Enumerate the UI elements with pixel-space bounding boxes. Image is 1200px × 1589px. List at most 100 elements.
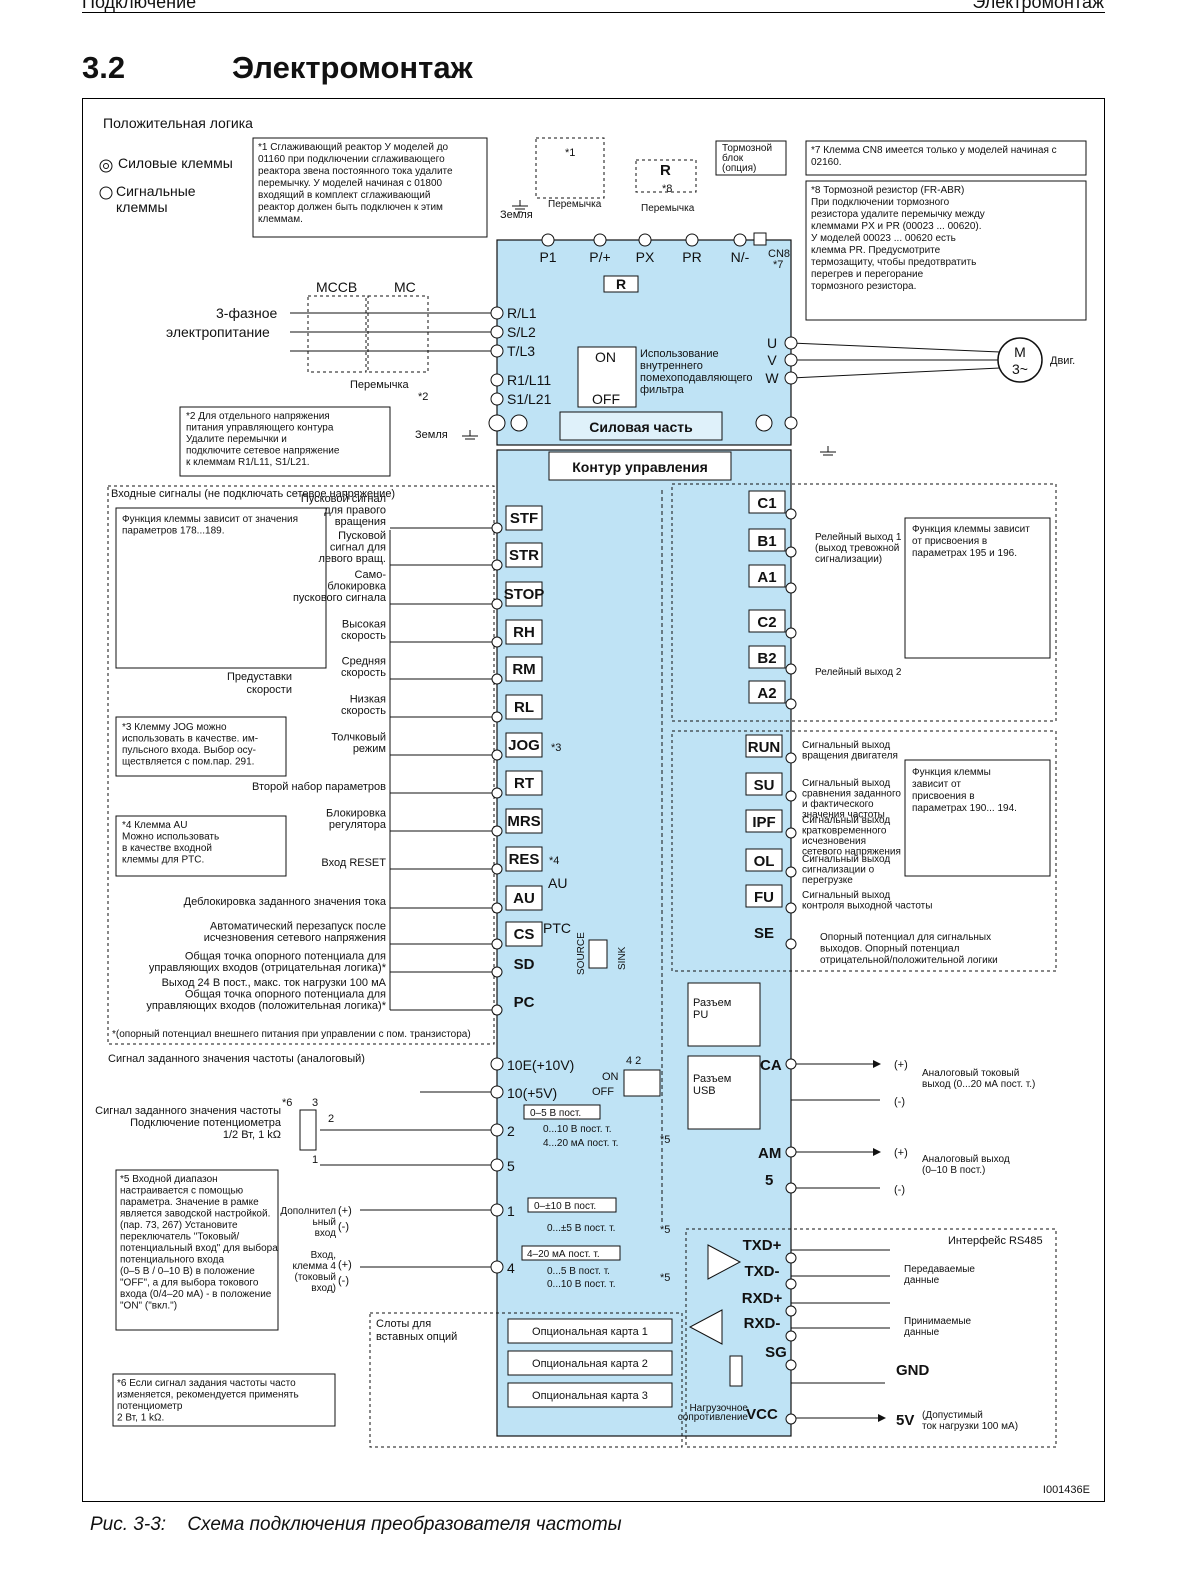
input-terminal-stop: STOP bbox=[504, 586, 545, 603]
mccb-label: MCCB bbox=[316, 279, 357, 295]
earth-icon bbox=[462, 200, 836, 456]
signal-terminal-legend-icon bbox=[99, 186, 113, 200]
power-section-title: Силовая часть bbox=[589, 419, 693, 435]
relay-terminal-plate bbox=[748, 609, 786, 633]
se-note: Опорный потенциал для сигнальных bbox=[820, 932, 991, 943]
outputs-group bbox=[671, 730, 1057, 972]
input-screw bbox=[491, 522, 503, 534]
input-desc-stop: пускового сигнала bbox=[293, 592, 387, 604]
power-terminal-screw bbox=[490, 344, 504, 358]
input-terminal-plate bbox=[505, 505, 543, 531]
input-desc-rt: Второй набор параметров bbox=[252, 781, 386, 793]
power-terminal-screw bbox=[490, 325, 504, 339]
control-title-plate bbox=[548, 451, 732, 481]
legend-power: Силовые клеммы bbox=[118, 155, 233, 171]
relay-terminal-plate bbox=[748, 490, 786, 514]
input4-label: вход) bbox=[311, 1283, 336, 1294]
input-terminal-rh: RH bbox=[513, 624, 535, 641]
load-res-label: Нагрузочное bbox=[689, 1403, 748, 1414]
power-terminal-s1l21: S1/L21 bbox=[507, 391, 552, 407]
analog-screw bbox=[490, 1085, 504, 1099]
v5-label: 5V bbox=[896, 1412, 914, 1429]
output-terminal-plate bbox=[745, 809, 783, 833]
input-terminal-res: RES bbox=[509, 851, 540, 868]
power-terminal-screw bbox=[490, 373, 504, 387]
func-relay-note: Функция клеммы зависит bbox=[912, 524, 1030, 535]
range-4-box bbox=[521, 1245, 621, 1261]
filter-off: OFF bbox=[592, 391, 620, 407]
note-ref-5: *5 bbox=[660, 1272, 670, 1284]
note-2: подключите сетевое напряжение bbox=[186, 446, 340, 457]
input-desc-pc: Выход 24 В пост., макс. ток нагрузки 100… bbox=[162, 977, 387, 989]
output-terminal-su: SU bbox=[754, 777, 775, 794]
au-switch-label: AU bbox=[548, 875, 567, 891]
filter-label: Использование bbox=[640, 348, 719, 360]
rs485-screw bbox=[785, 1359, 797, 1371]
power-terminal-screw bbox=[593, 233, 607, 247]
input4-label: Вход, bbox=[311, 1250, 336, 1261]
relay-terminal-c1: C1 bbox=[757, 495, 776, 512]
note-1: клеммам. bbox=[258, 214, 303, 225]
note-ref-5: *5 bbox=[660, 1134, 670, 1146]
note-6: потенциометр bbox=[117, 1401, 183, 1412]
func-out-box bbox=[904, 759, 1051, 877]
v5-note: ток нагрузки 100 мА) bbox=[922, 1421, 1018, 1432]
note-3-box bbox=[115, 716, 287, 777]
func-in-box bbox=[115, 507, 327, 669]
note-2: Удалите перемычки и bbox=[186, 434, 287, 445]
pu-label: PU bbox=[693, 1009, 708, 1021]
option-card-label: Опциональная карта 1 bbox=[532, 1326, 648, 1338]
rs485-terminal-txd: TXD- bbox=[745, 1263, 780, 1280]
slots-group bbox=[369, 1312, 683, 1448]
input-desc-stf: для правого bbox=[324, 505, 386, 517]
note-6: *6 Если сигнал задания частоты часто bbox=[117, 1378, 296, 1389]
section-title: Электромонтаж bbox=[232, 50, 473, 85]
termination-resistor bbox=[729, 1355, 743, 1387]
output-screw bbox=[785, 938, 797, 950]
tx-data-label: Передаваемые bbox=[904, 1264, 975, 1275]
note-3: ществляется с пом.пар. 291. bbox=[122, 757, 254, 768]
input-terminal-plate bbox=[505, 846, 543, 872]
power-terminal-screw bbox=[784, 353, 798, 367]
relay-screw bbox=[785, 627, 797, 639]
output-screw bbox=[785, 827, 797, 839]
control-section-block bbox=[496, 449, 792, 1437]
func-relay-note: параметрах 195 и 196. bbox=[912, 548, 1017, 559]
note-4-box bbox=[115, 815, 287, 877]
note-6-box bbox=[112, 1373, 336, 1427]
speed-presets-label: скорости bbox=[247, 684, 292, 696]
func-relay-note: от присвоения в bbox=[912, 536, 987, 547]
output-desc-fu: контроля выходной частоты bbox=[802, 901, 932, 912]
note-3: *3 Клемму JOG можно bbox=[122, 722, 227, 733]
ca-minus: (-) bbox=[894, 1096, 905, 1108]
rs485-terminal-sg: SG bbox=[765, 1344, 787, 1361]
am-note: Аналоговый выход bbox=[922, 1154, 1010, 1165]
func-in-note: Функция клеммы зависит от значения bbox=[122, 514, 298, 525]
usb-label: USB bbox=[693, 1085, 716, 1097]
output-terminal-plate bbox=[745, 848, 783, 872]
note-8: *8 Тормозной резистор (FR-ABR) bbox=[811, 185, 964, 196]
analog-screw bbox=[490, 1057, 504, 1071]
note-7: *7 Клемма CN8 имеется только у моделей н… bbox=[811, 145, 1057, 156]
input-terminal-plate bbox=[505, 619, 543, 645]
relay2-label: Релейный выход 2 bbox=[815, 667, 902, 678]
func-out-note: зависит от bbox=[912, 779, 961, 790]
input-terminal-mrs: MRS bbox=[507, 813, 540, 830]
output-terminal-ol: OL bbox=[754, 853, 775, 870]
running-header-right: Электромонтаж bbox=[972, 0, 1104, 12]
inputs-footer: *(опорный потенциал внешнего питания при… bbox=[112, 1029, 471, 1040]
am-note: (0–10 В пост.) bbox=[922, 1165, 985, 1176]
note-1: 01160 при подключении сглаживающего bbox=[258, 154, 445, 165]
analog-out-screw bbox=[785, 1058, 797, 1070]
input-desc-pc: управляющих входов (положительная логика… bbox=[146, 1000, 386, 1012]
output-desc-ol: Сигнальный выход bbox=[802, 854, 890, 865]
pot-pin: 3 bbox=[312, 1097, 318, 1109]
caption-number: Рис. 3-3: bbox=[90, 1514, 167, 1535]
func-relay-box bbox=[904, 517, 1051, 659]
slots-label: вставных опций bbox=[376, 1331, 457, 1343]
usb-label: Разъем bbox=[693, 1073, 731, 1085]
analog-sw-numbers: 4 2 bbox=[626, 1055, 641, 1067]
note-8: У моделей 00023 ... 00620 есть bbox=[811, 233, 956, 244]
input-terminal-plate bbox=[505, 656, 543, 682]
relay-terminal-a2: A2 bbox=[757, 685, 776, 702]
